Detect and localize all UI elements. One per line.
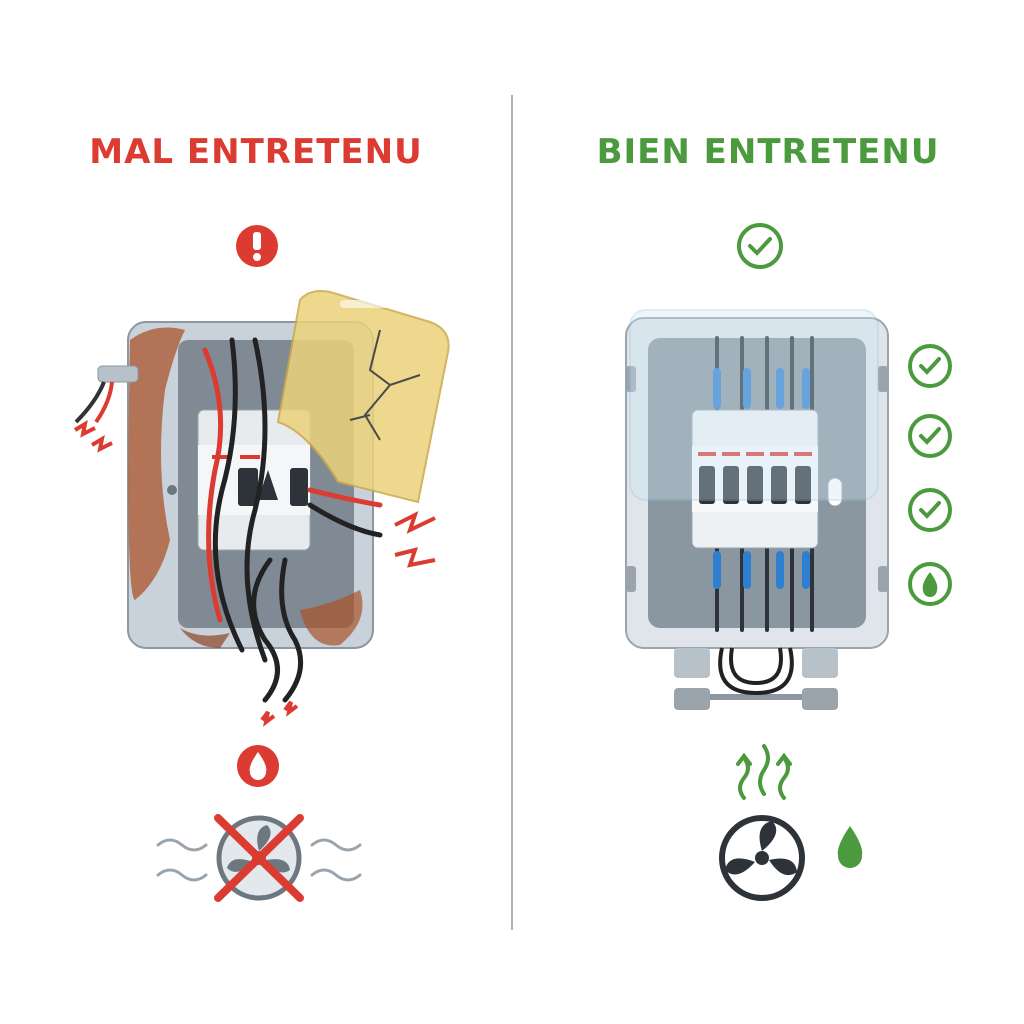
- rising-air-icon: [736, 744, 792, 800]
- airflow-icon: [156, 838, 362, 882]
- cable-gland-base: [674, 647, 838, 710]
- center-divider: [511, 95, 513, 930]
- neat-wires: [713, 336, 814, 632]
- well-maintained-title: BIEN ENTRETENU: [596, 132, 940, 172]
- cracked-cover: [276, 290, 450, 504]
- check-icon: [908, 344, 952, 532]
- check-icon: [737, 223, 783, 269]
- blocked-fan-icon: [214, 814, 304, 902]
- water-drop-icon: [237, 745, 279, 787]
- poorly-maintained-panel: MAL ENTRETENU: [73, 132, 450, 902]
- breaker-row: [691, 409, 819, 549]
- water-drop-icon: [908, 562, 952, 606]
- poorly-maintained-illustration: [73, 225, 450, 902]
- well-maintained-illustration: [625, 223, 952, 901]
- spark-icon: [73, 419, 436, 727]
- transparent-cover: [629, 309, 879, 501]
- warning-icon: [236, 225, 278, 267]
- fan-icon: [719, 815, 805, 901]
- poorly-maintained-title: MAL ENTRETENU: [89, 132, 423, 172]
- well-maintained-panel: BIEN ENTRETENU: [512, 0, 1024, 1024]
- messy-wires: [202, 337, 383, 703]
- water-drop-icon: [837, 826, 863, 868]
